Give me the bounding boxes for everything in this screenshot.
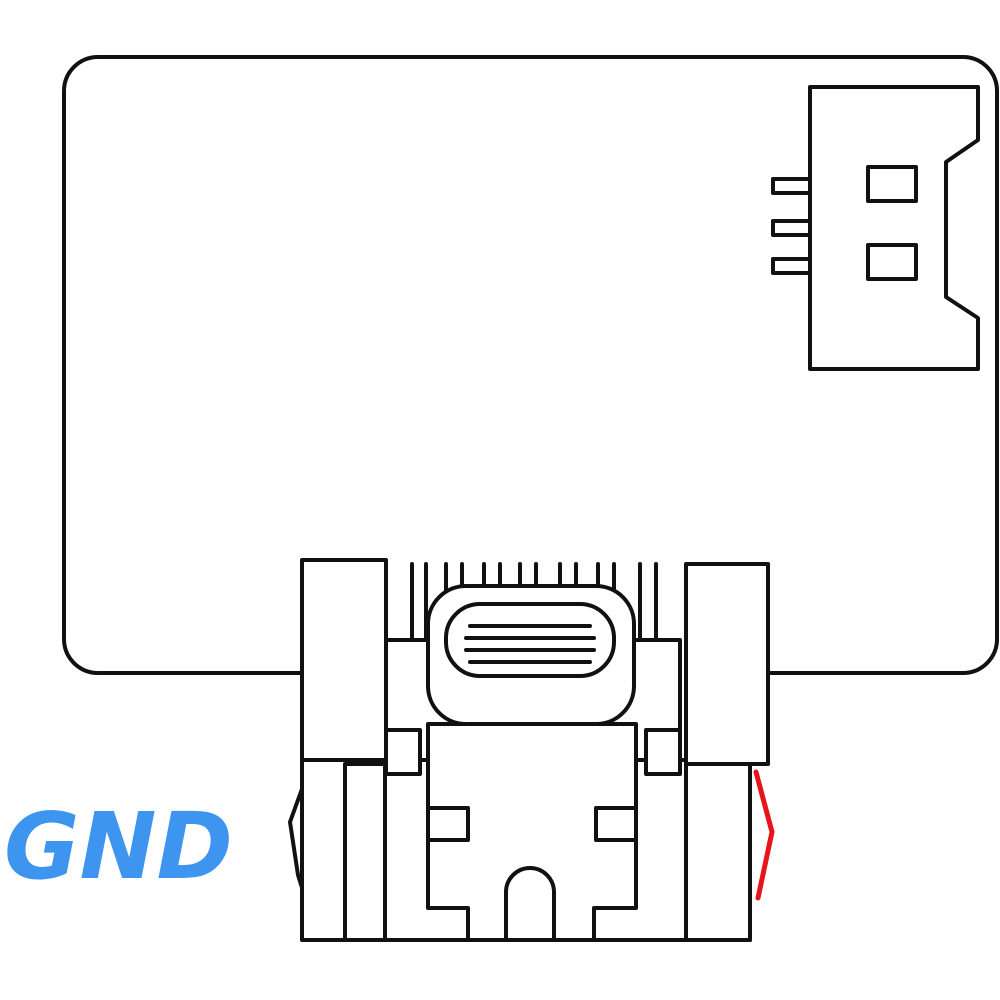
- left-step: [384, 728, 422, 776]
- three-pin-connector: [771, 85, 980, 371]
- connector-pin-1: [771, 177, 813, 195]
- left-mount-block: [300, 558, 388, 762]
- bottom-notch: [504, 866, 556, 942]
- red-wire: [753, 769, 775, 901]
- top-pins: [410, 562, 658, 642]
- gnd-label: GND: [4, 793, 233, 900]
- lower-body: [426, 722, 638, 942]
- right-step: [644, 728, 682, 776]
- right-latch: [594, 806, 638, 842]
- connector-pin-3: [771, 257, 813, 275]
- usb-c-contacts: [464, 624, 596, 664]
- right-mount-block: [684, 562, 770, 766]
- left-latch: [426, 806, 470, 842]
- usb-c-connector: [288, 558, 775, 942]
- connector-window-lower: [866, 243, 918, 281]
- right-lower-post: [684, 762, 752, 942]
- connector-window-upper: [866, 165, 918, 203]
- left-lower-post: [343, 762, 387, 942]
- connector-pin-2: [771, 219, 813, 237]
- connector-housing: [808, 85, 980, 371]
